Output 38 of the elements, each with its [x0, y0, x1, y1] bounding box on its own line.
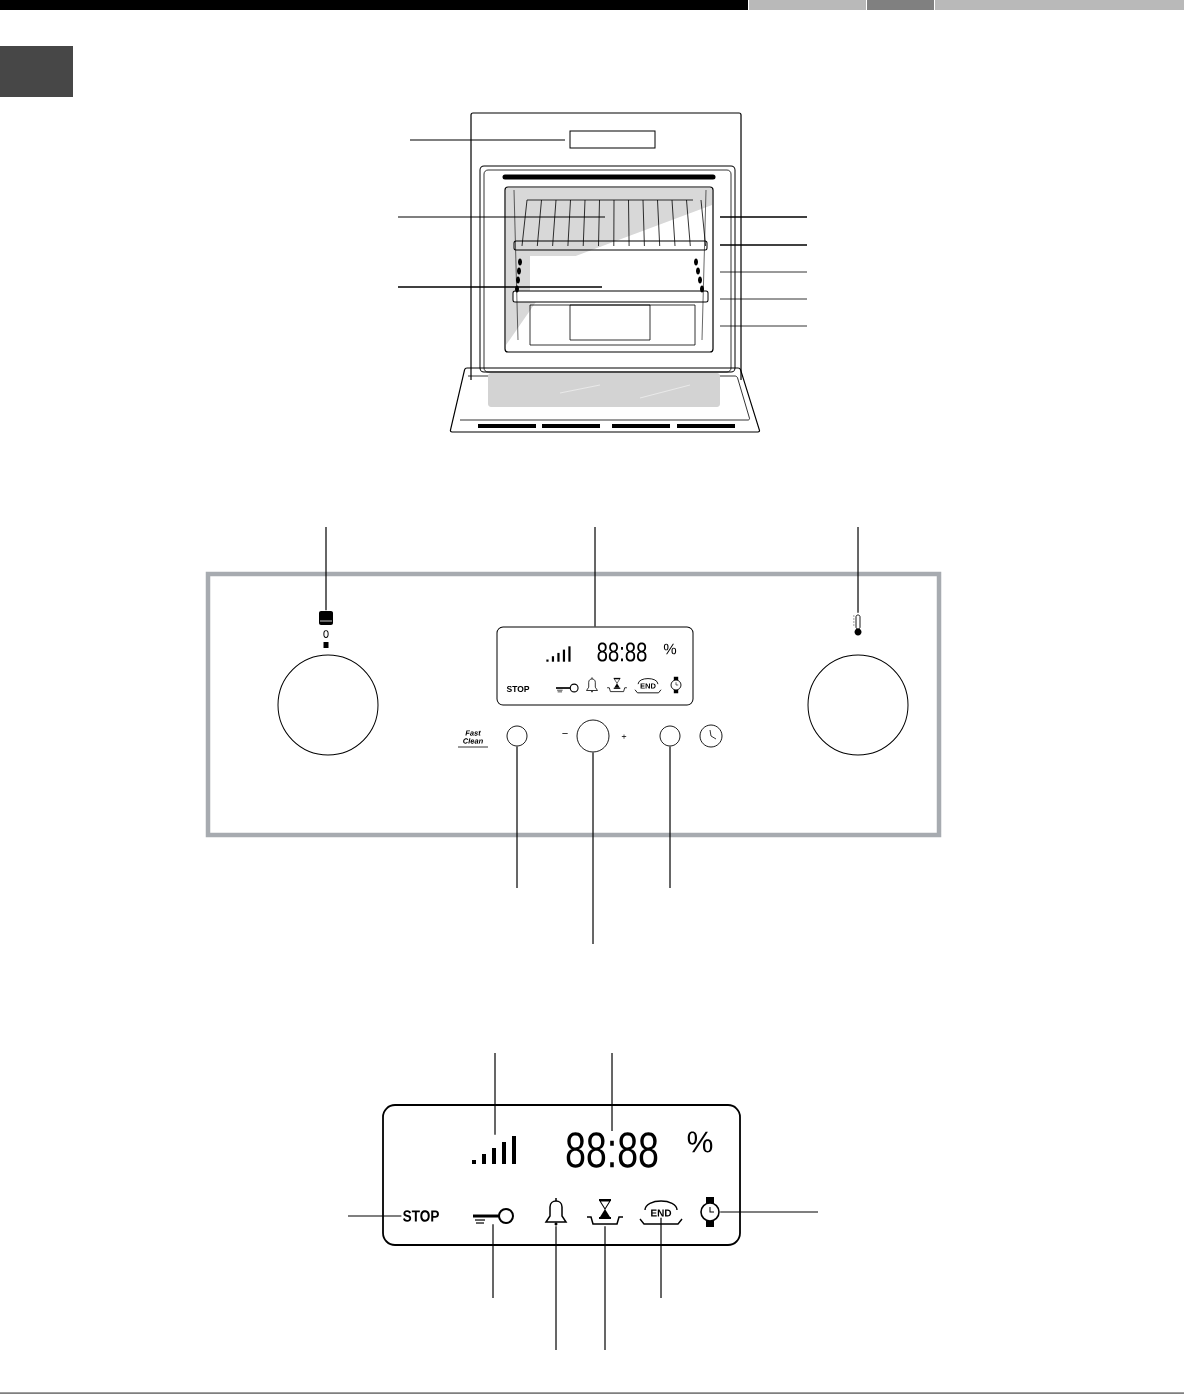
leader-line	[604, 1225, 606, 1351]
minus-sign: −	[562, 733, 568, 734]
leader-line	[719, 1211, 819, 1213]
digit-display: 88:88	[597, 642, 647, 662]
hourglass-icon	[586, 1199, 624, 1225]
leader-line	[857, 526, 859, 614]
leader-line	[592, 751, 594, 945]
leader-line	[494, 1052, 496, 1136]
watch-icon	[700, 1197, 720, 1227]
display-panel	[496, 626, 694, 706]
plus-sign: +	[621, 734, 627, 739]
control-panel	[205, 571, 942, 838]
display-panel	[382, 1104, 741, 1246]
status-text: STOP	[506, 686, 530, 692]
percent-sign: %	[663, 643, 677, 655]
control-knob	[807, 654, 909, 756]
leader-line	[347, 1215, 402, 1217]
position-label: 0	[323, 630, 329, 638]
leader-line	[555, 1225, 557, 1351]
digit-display: 88:88	[566, 1132, 658, 1168]
leader-line	[594, 526, 596, 628]
key-icon	[473, 1208, 514, 1224]
leader-line	[492, 1223, 494, 1299]
leader-line	[516, 745, 518, 889]
control-knob	[576, 719, 610, 753]
leader-line	[611, 1052, 613, 1132]
status-text: STOP	[403, 1210, 439, 1222]
control-knob	[277, 654, 379, 756]
percent-sign: %	[687, 1131, 713, 1153]
leader-line	[325, 526, 327, 611]
bell-icon	[545, 1197, 567, 1226]
leader-line	[660, 1217, 662, 1299]
push-button	[659, 725, 681, 747]
thermometer-icon	[852, 614, 862, 636]
oven-function-icon	[319, 611, 333, 625]
leader-line	[669, 745, 671, 889]
push-button	[506, 725, 528, 747]
signal-bars-icon	[472, 1136, 516, 1164]
